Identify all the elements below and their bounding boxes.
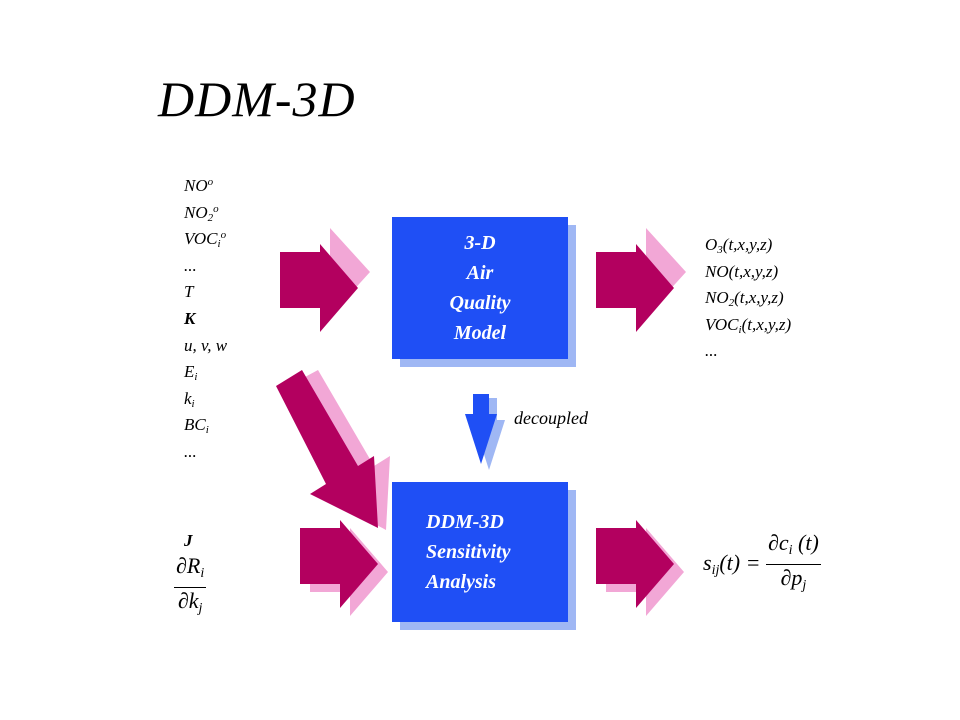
output-arrow-top (596, 228, 686, 332)
page-title: DDM-3D (158, 71, 356, 127)
param-ellipsis: ... (184, 255, 197, 275)
param-no2-initial: NO2o (184, 202, 219, 224)
input-arrow-top (280, 228, 370, 332)
model-box-line: Air (466, 262, 494, 284)
param-boundary-conditions: BCi (184, 415, 209, 437)
sensitivity-box-line: Analysis (426, 571, 497, 593)
param-voc-initial: VOCio (184, 229, 227, 251)
input-parameter-list: NOo NO2o VOCio ... T K u, v, w Ei ki BCi… (184, 173, 227, 466)
param-no-initial: NOo (184, 176, 214, 195)
sensitivity-box-line: DDM-3D (426, 511, 504, 533)
model-box-line: 3-D (464, 232, 496, 254)
output-no2: NO2(t,x,y,z) (705, 288, 784, 310)
param-emissions: Ei (184, 362, 198, 384)
sensitivity-analysis-box: DDM-3D Sensitivity Analysis (392, 482, 568, 622)
jacobian-label: J (184, 531, 193, 550)
param-rate-constants: ki (184, 388, 195, 410)
model-box-line: Model (453, 322, 507, 344)
output-ellipsis: ... (705, 341, 718, 361)
output-o3: O3(t,x,y,z) (705, 235, 773, 256)
sensitivity-formula: sij(t) = ∂ci (t) ∂pj (703, 530, 821, 593)
jacobian-derivative: ∂Ri ∂kj (174, 553, 207, 616)
air-quality-model-box: 3-D Air Quality Model (392, 217, 568, 359)
param-diffusivity: K (184, 308, 196, 328)
output-no: NO(t,x,y,z) (705, 261, 779, 281)
param-temperature: T (184, 282, 194, 302)
output-arrow-bottom (596, 520, 684, 616)
sensitivity-box-line: Sensitivity (426, 541, 511, 563)
param-wind: u, v, w (184, 335, 228, 355)
output-voc: VOCi(t,x,y,z) (705, 314, 792, 336)
decoupled-label: decoupled (514, 408, 588, 428)
param-ellipsis-end: ... (184, 441, 197, 461)
input-arrow-bottom (300, 520, 388, 616)
diagonal-arrow (276, 370, 390, 530)
output-concentration-list: O3(t,x,y,z) NO(t,x,y,z) NO2(t,x,y,z) VOC… (705, 232, 791, 365)
decoupled-arrow (465, 394, 505, 470)
model-box-line: Quality (449, 292, 511, 314)
